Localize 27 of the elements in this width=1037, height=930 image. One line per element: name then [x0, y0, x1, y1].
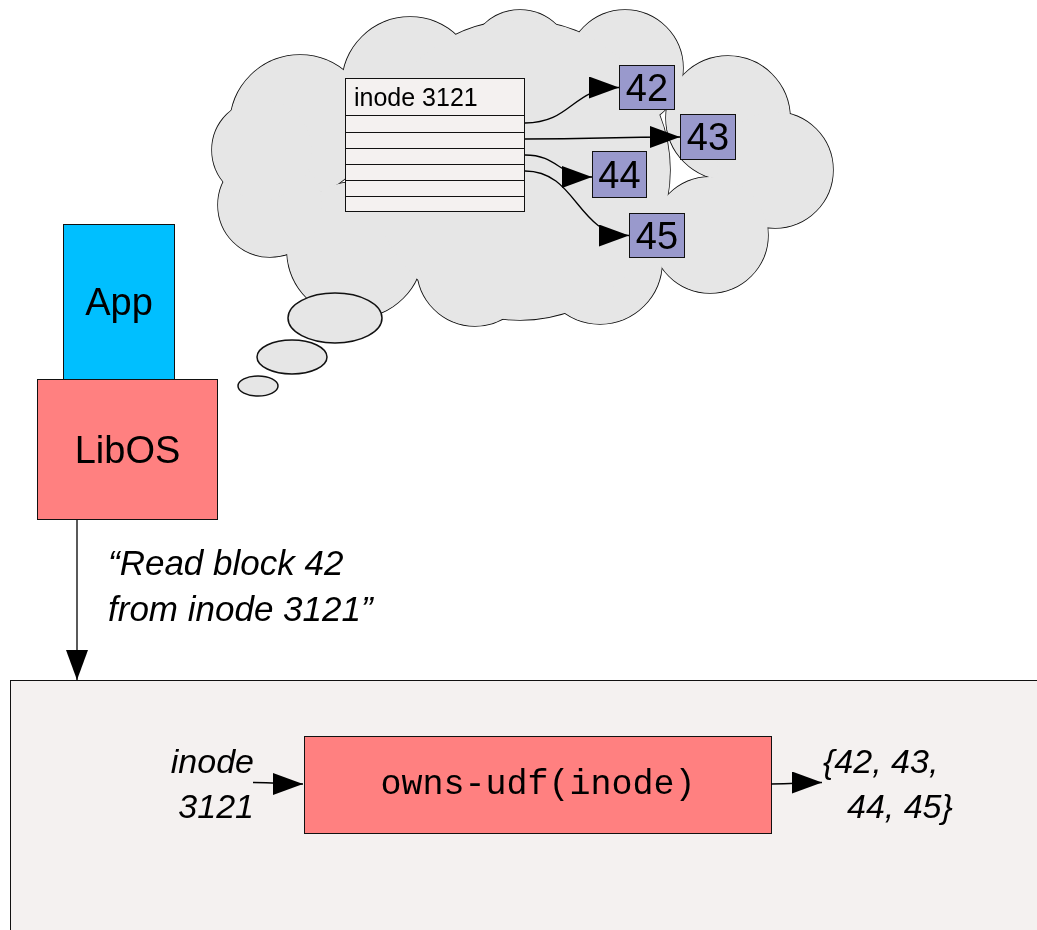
inode-table	[345, 78, 525, 212]
block-box	[592, 151, 647, 198]
box-label: 43	[686, 118, 730, 156]
libos-box	[37, 379, 218, 520]
arrow	[66, 519, 88, 681]
output-label: {42, 43, 44, 45}	[823, 741, 954, 827]
system-panel	[10, 680, 1037, 930]
arrow	[524, 170, 630, 244]
box-label: 42	[625, 68, 669, 107]
block-box	[619, 65, 675, 110]
box-label: LibOS	[74, 430, 181, 469]
box-label: 45	[635, 216, 679, 255]
arrow	[524, 126, 681, 149]
input-label: inode 3121	[169, 741, 254, 827]
arrow	[524, 154, 593, 187]
block-box	[680, 114, 736, 160]
function-box	[304, 736, 772, 834]
box-label: owns-udf(inode)	[380, 767, 696, 803]
arrow	[252, 772, 304, 795]
arrow	[770, 771, 823, 794]
box-label: 44	[598, 155, 641, 194]
app-box	[63, 224, 175, 380]
box-label: App	[85, 283, 153, 321]
table-heading: inode 3121	[346, 79, 524, 116]
block-box	[629, 213, 685, 258]
arrow	[524, 78, 620, 124]
edge-label: “Read block 42 from inode 3121”	[108, 542, 375, 630]
